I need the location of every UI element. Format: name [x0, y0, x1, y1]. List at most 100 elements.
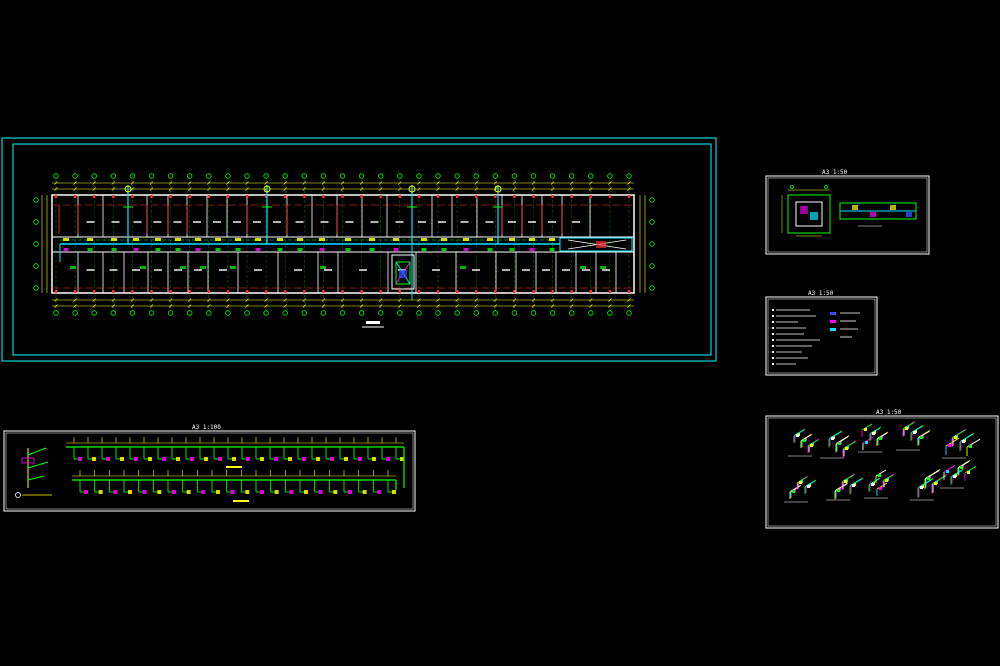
fixture-icon: [84, 490, 88, 494]
dimension-tick: [627, 298, 631, 302]
note-bullet: [772, 363, 774, 365]
dimension-tick: [245, 181, 249, 185]
axis-bubble-icon: [569, 173, 575, 179]
dimension-tick: [436, 298, 440, 302]
iso-pipe: [875, 469, 887, 477]
column-marker: [398, 195, 401, 198]
fixture-icon: [133, 248, 139, 251]
detail-sheet-top[interactable]: A3 1:50: [765, 169, 930, 255]
column-marker: [93, 195, 96, 198]
fixture-icon: [344, 457, 348, 461]
fixture-icon: [274, 457, 278, 461]
fixture-icon: [362, 490, 367, 494]
fixture-icon: [277, 248, 283, 251]
column-marker: [303, 195, 306, 198]
fixture-icon: [113, 490, 118, 494]
dimension-tick: [569, 298, 574, 302]
fixture-icon: [885, 479, 888, 482]
iso-pipe: [959, 433, 974, 443]
fixture-icon: [509, 238, 515, 241]
fixture-icon: [230, 266, 236, 269]
column-marker: [131, 195, 134, 198]
fixture-icon: [441, 248, 447, 251]
fixture-icon: [421, 248, 427, 251]
iso-pipe: [951, 429, 966, 439]
dimension-tick: [207, 298, 211, 302]
axis-bubble-icon: [649, 197, 655, 203]
system-diagram-sheet[interactable]: A3 1:100: [3, 424, 416, 512]
dimension-tick: [455, 298, 459, 302]
column-marker: [303, 290, 306, 293]
axis-bubble-icon: [167, 310, 174, 316]
dimension-tick: [359, 298, 364, 302]
column-marker: [436, 195, 440, 198]
fixture-icon: [872, 432, 875, 435]
axis-bubble-icon: [72, 173, 78, 179]
fixture-icon: [142, 490, 147, 494]
dimension-tick: [569, 181, 574, 185]
fixture-icon: [155, 238, 161, 241]
fixture-icon: [796, 434, 799, 437]
fixture-icon: [106, 457, 110, 461]
column-marker: [341, 290, 344, 293]
grid-axis-layer: [33, 173, 655, 316]
fixture-icon: [377, 490, 382, 494]
fixture-icon: [215, 248, 221, 251]
detail-sheet-bottom[interactable]: A3 1:50: [765, 409, 999, 529]
dimension-tick: [168, 181, 173, 185]
column-marker: [455, 195, 459, 198]
column-marker: [360, 195, 363, 198]
axis-bubble-icon: [473, 173, 479, 179]
column-marker: [608, 290, 612, 293]
fixture-icon: [172, 490, 176, 494]
dimension-tick: [130, 298, 135, 302]
detail-sheet-middle[interactable]: A3 1:50: [765, 290, 878, 376]
dimension-tick: [359, 304, 364, 308]
axis-bubble-icon: [416, 173, 422, 179]
axis-bubble-icon: [358, 310, 365, 316]
dimension-tick: [608, 181, 612, 185]
dimension-tick: [264, 304, 268, 308]
column-marker: [570, 290, 573, 293]
dimension-tick: [474, 304, 478, 308]
axis-bubble-icon: [206, 173, 212, 179]
dimension-tick: [149, 181, 154, 185]
fixture-icon: [201, 490, 206, 494]
column-marker: [551, 290, 554, 293]
fixture-icon: [920, 486, 923, 489]
fixture-icon: [803, 439, 806, 442]
fixture-icon: [218, 457, 222, 461]
column-marker: [73, 195, 77, 198]
fixture-icon: [969, 445, 972, 448]
floor-plan-sheet[interactable]: [1, 137, 717, 362]
fixture-icon: [954, 436, 957, 439]
dimension-tick: [168, 187, 173, 191]
dimension-tick: [130, 187, 135, 191]
axis-bubble-icon: [129, 173, 136, 179]
fixture-icon: [369, 248, 375, 251]
plumbing-pipe-layer: [59, 185, 560, 300]
dimension-tick: [474, 298, 478, 302]
fixture-icon: [297, 248, 303, 251]
iso-pipe: [807, 439, 819, 447]
dimension-tick: [302, 181, 307, 185]
detail-mid-title: A3 1:50: [808, 290, 834, 297]
column-marker: [245, 290, 249, 293]
axis-bubble-icon: [263, 173, 269, 179]
fixture-icon: [913, 431, 916, 434]
fixture-icon: [934, 482, 937, 485]
fixture-icon: [386, 457, 390, 461]
fixture-icon: [879, 487, 882, 490]
iso-pipe: [868, 478, 880, 486]
dimension-tick: [531, 298, 536, 302]
system-diagram-title: A3 1:100: [192, 424, 221, 431]
dimension-tick: [550, 181, 555, 185]
axis-bubble-icon: [148, 173, 155, 179]
dimension-tick: [531, 304, 536, 308]
fixture-icon: [392, 490, 396, 494]
axis-bubble-icon: [626, 173, 632, 179]
axis-bubble-icon: [301, 173, 307, 179]
dimension-tick: [531, 187, 536, 191]
axis-bubble-icon: [454, 310, 460, 316]
